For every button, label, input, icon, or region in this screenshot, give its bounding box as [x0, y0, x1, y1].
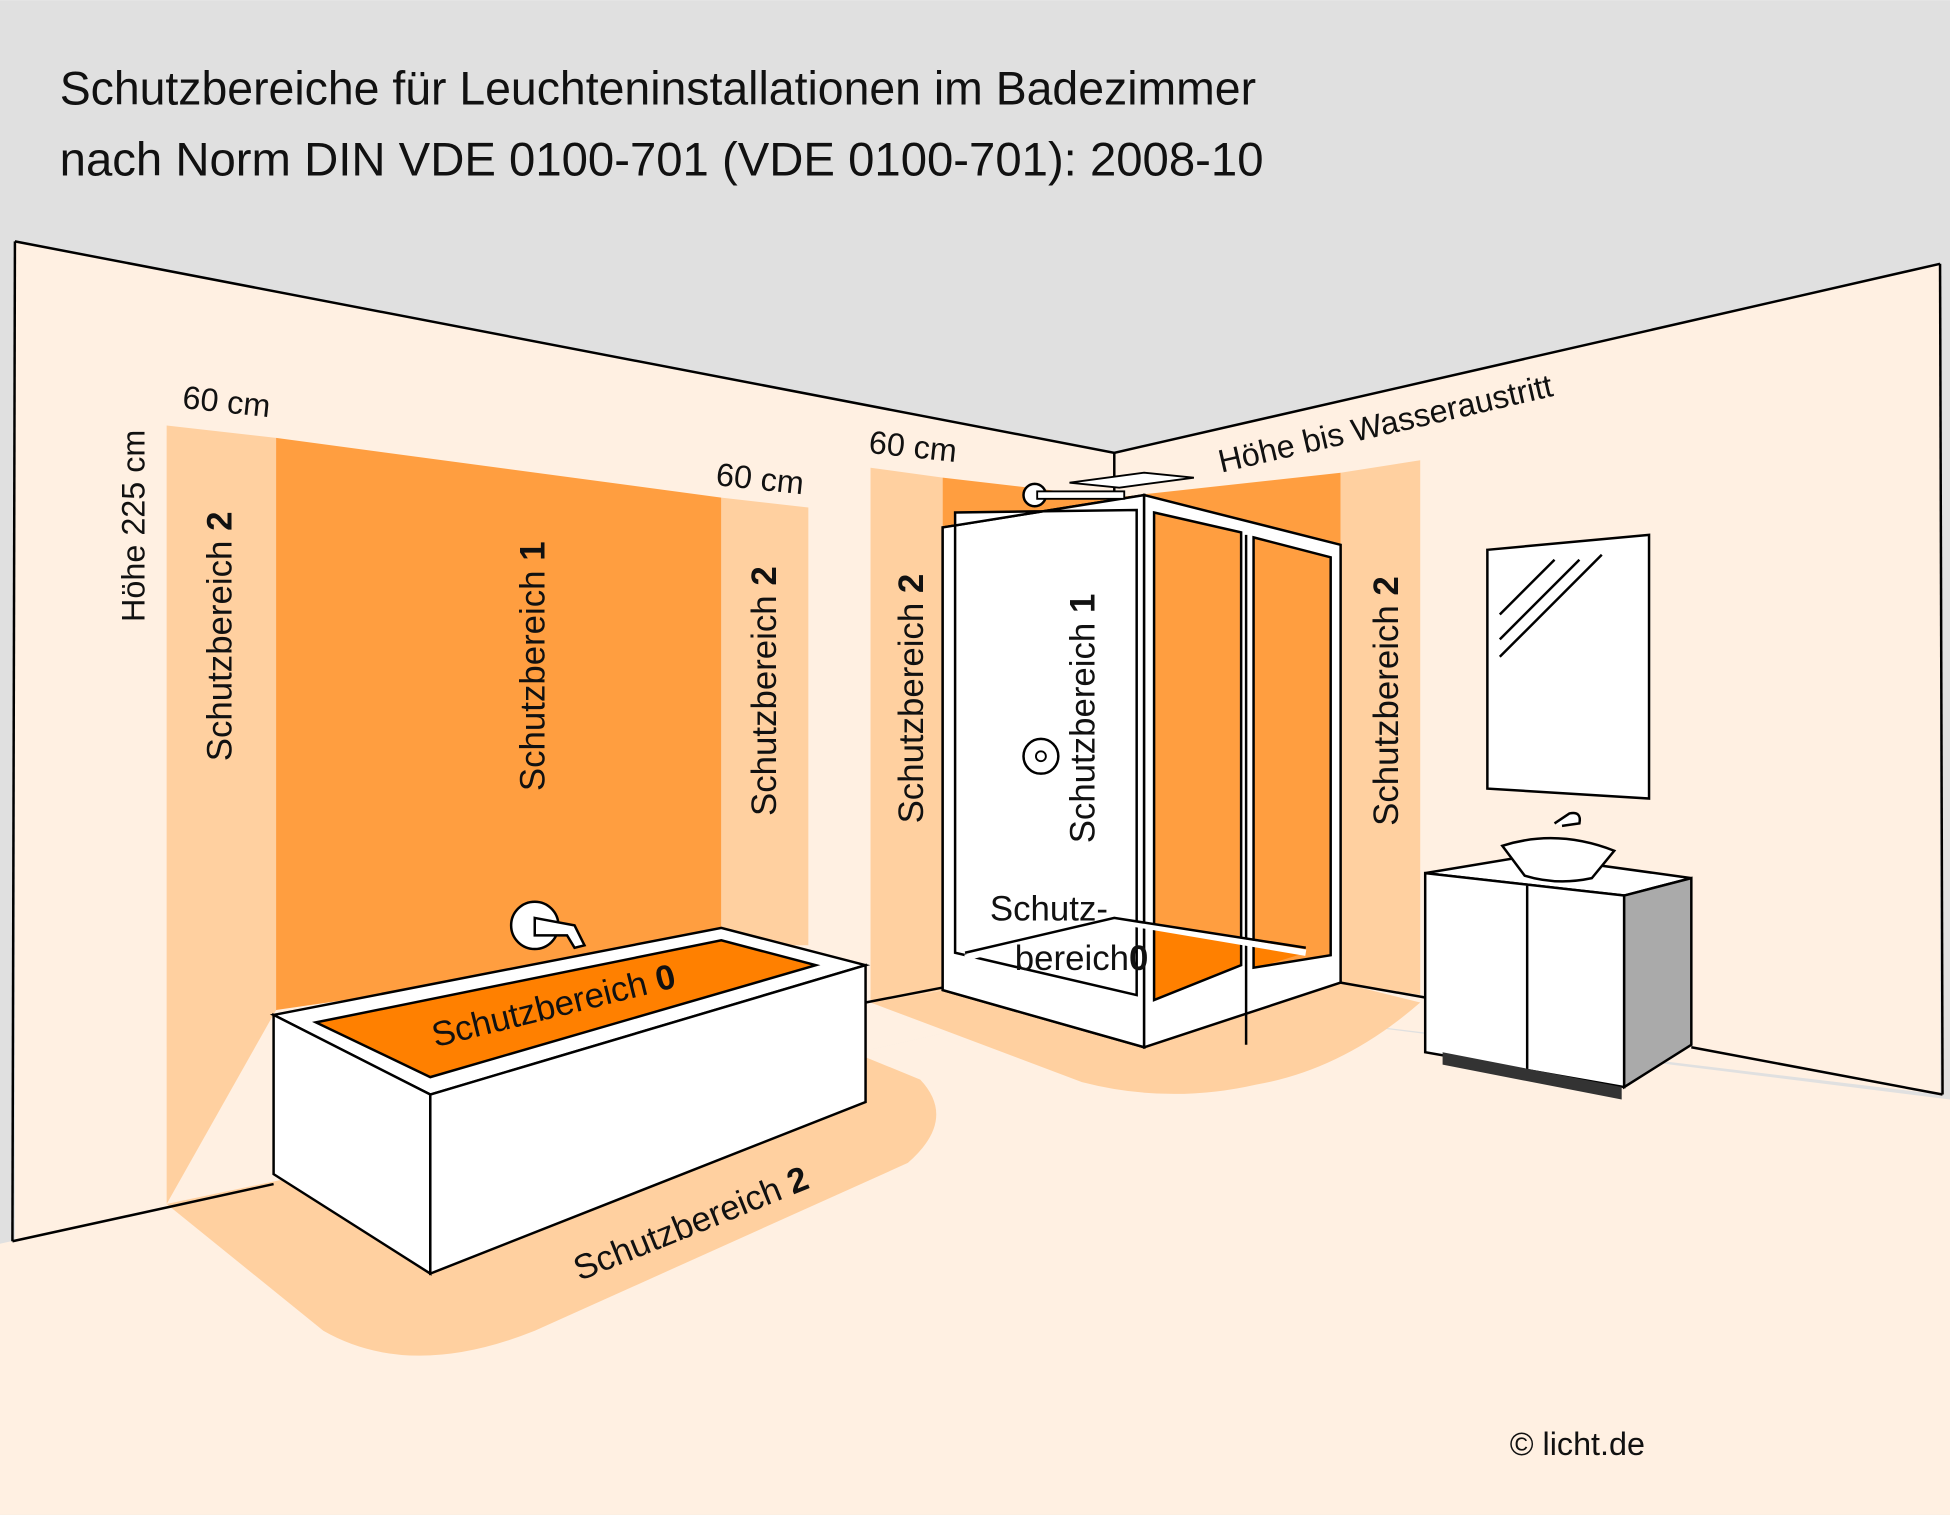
svg-text:Schutzbereich 2: Schutzbereich 2	[745, 566, 784, 816]
svg-text:Schutzbereich 1: Schutzbereich 1	[1063, 594, 1102, 844]
zone-label-tub-1: Schutzbereich 1	[514, 541, 553, 791]
title-line-2: nach Norm DIN VDE 0100-701 (VDE 0100-701…	[60, 133, 1264, 186]
svg-text:Schutzbereich 2: Schutzbereich 2	[1367, 576, 1406, 826]
copyright: © licht.de	[1510, 1426, 1645, 1462]
zone-label-left-2: Schutzbereich 2	[200, 512, 239, 762]
mirror	[1486, 533, 1651, 800]
svg-text:Schutzbereich 2: Schutzbereich 2	[200, 512, 239, 762]
bathtub	[269, 926, 871, 1276]
height-label: Höhe 225 cm	[115, 430, 151, 622]
zone-label-shower-0-line2: bereich0	[1015, 939, 1149, 978]
svg-text:Schutzbereich 1: Schutzbereich 1	[514, 541, 553, 791]
zone2-shower-right-band	[1340, 460, 1421, 996]
sink-faucet-icon	[1553, 811, 1582, 828]
zone-label-shower-1: Schutzbereich 1	[1063, 594, 1102, 844]
title-line-1: Schutzbereiche für Leuchteninstallatione…	[60, 63, 1256, 116]
sink-bowl	[1500, 836, 1617, 883]
vanity-cabinet	[1423, 811, 1693, 1100]
dist-tub-right-label: 60 cm	[714, 456, 805, 501]
zone1-shower-right	[1114, 472, 1341, 983]
svg-text:Schutzbereich 2: Schutzbereich 2	[892, 574, 931, 824]
floor	[0, 995, 1950, 1515]
zone2-shower-left-band	[870, 467, 943, 1003]
shower-head-icon	[1069, 471, 1195, 489]
zone-label-tub-right-2: Schutzbereich 2	[745, 566, 784, 816]
shower-cabin	[941, 471, 1342, 1049]
dist-left-label: 60 cm	[181, 379, 272, 424]
zone2-floor-shower	[870, 982, 1421, 1094]
dist-shower-label: 60 cm	[867, 424, 958, 469]
zone-label-shower-left-2: Schutzbereich 2	[892, 574, 931, 824]
tub-faucet-icon	[509, 900, 587, 951]
zone1-tub-wall	[276, 437, 722, 1010]
zone2-left-band	[166, 425, 277, 1204]
zone2-tub-right-band	[721, 497, 809, 946]
zone-label-shower-right-2: Schutzbereich 2	[1367, 576, 1406, 826]
zone-label-shower-0-line1: Schutz-	[990, 889, 1108, 928]
